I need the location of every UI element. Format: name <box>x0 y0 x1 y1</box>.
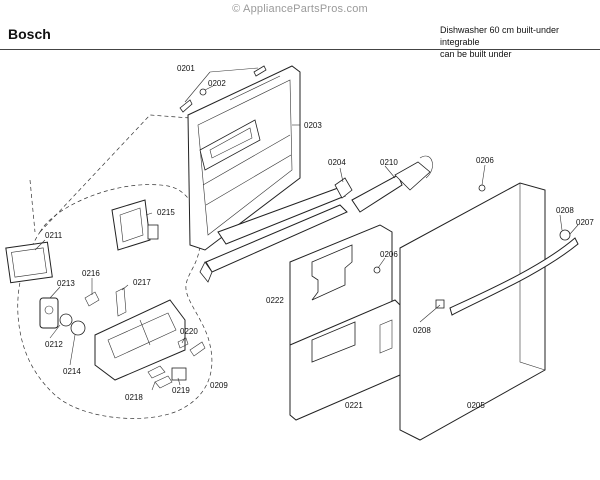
callout-0211: 0211 <box>45 231 63 240</box>
handle-bracket <box>435 299 445 309</box>
callout-0217: 0217 <box>133 278 151 287</box>
control-module <box>94 299 186 381</box>
callout-0208: 0208 <box>556 206 574 215</box>
callout-0208: 0208 <box>413 326 431 335</box>
door-latch-part <box>351 155 433 213</box>
lower-door-panel <box>289 299 401 421</box>
callout-0214: 0214 <box>63 367 81 376</box>
inner-door-panel <box>187 65 301 251</box>
callout-0210: 0210 <box>380 158 398 167</box>
screw-part <box>478 184 486 192</box>
callout-0216: 0216 <box>82 269 100 278</box>
callout-0212: 0212 <box>45 340 63 349</box>
callout-0220: 0220 <box>180 327 198 336</box>
callout-0202: 0202 <box>208 79 226 88</box>
control-panel-part <box>111 199 159 251</box>
screw-part <box>179 65 267 113</box>
callout-0213: 0213 <box>57 279 75 288</box>
callout-0206: 0206 <box>476 156 494 165</box>
clip-part <box>199 88 207 96</box>
header-divider <box>0 49 600 50</box>
callout-0207: 0207 <box>576 218 594 227</box>
subassembly-outline <box>17 184 213 419</box>
door-handle <box>449 237 579 316</box>
push-button-part <box>39 297 86 336</box>
watermark: © AppliancePartsPros.com <box>232 3 368 15</box>
callout-0221: 0221 <box>345 401 363 410</box>
callout-0215: 0215 <box>157 208 175 217</box>
leader-lines <box>34 67 579 391</box>
callout-0201: 0201 <box>177 64 195 73</box>
callout-0218: 0218 <box>125 393 143 402</box>
brand-name: Bosch <box>8 26 51 42</box>
callout-0206: 0206 <box>380 250 398 259</box>
description-line-2: can be built under <box>440 49 512 59</box>
handle-bracket <box>559 229 571 241</box>
description-line-1: Dishwasher 60 cm built-under integrable <box>440 25 560 47</box>
hinge-part <box>334 177 353 199</box>
spring-part <box>84 287 206 389</box>
screw-part <box>373 266 381 274</box>
callout-0222: 0222 <box>266 296 284 305</box>
display-frame <box>5 241 53 284</box>
connector-line <box>29 179 36 233</box>
model-description: Dishwasher 60 cm built-under integrable … <box>440 24 600 60</box>
callout-0209: 0209 <box>210 381 228 390</box>
callout-0204: 0204 <box>328 158 346 167</box>
outer-door-panel <box>399 182 546 441</box>
callout-0219: 0219 <box>172 386 190 395</box>
callout-0205: 0205 <box>467 401 485 410</box>
callout-0203: 0203 <box>304 121 322 130</box>
